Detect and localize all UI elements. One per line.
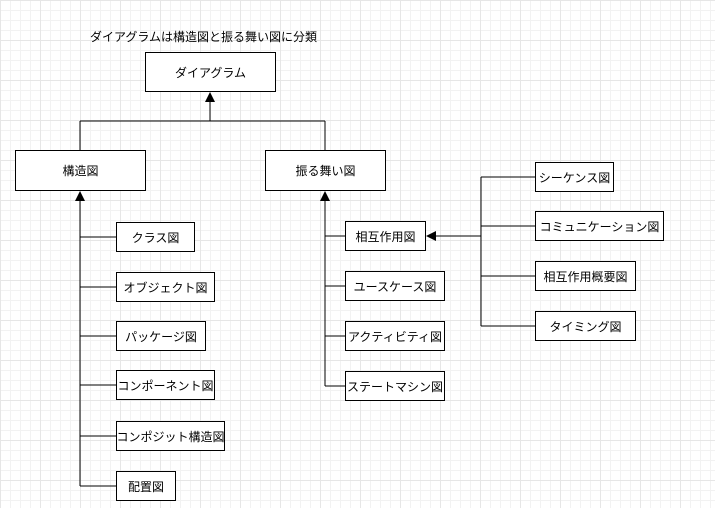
node-behavior[interactable]: 振る舞い図 [265,150,386,191]
node-communication[interactable]: コミュニケーション図 [535,211,664,241]
node-interaction-overview[interactable]: 相互作用概要図 [535,261,636,291]
node-class[interactable]: クラス図 [116,222,195,252]
node-component[interactable]: コンポーネント図 [116,370,215,400]
node-diagram[interactable]: ダイアグラム [145,52,276,92]
node-state-machine[interactable]: ステートマシン図 [345,371,445,401]
node-usecase[interactable]: ユースケース図 [345,271,445,301]
node-activity[interactable]: アクティビティ図 [345,321,445,351]
node-deployment[interactable]: 配置図 [116,471,176,501]
node-package[interactable]: パッケージ図 [116,321,206,351]
node-object[interactable]: オブジェクト図 [116,272,215,302]
diagram-caption: ダイアグラムは構造図と振る舞い図に分類 [90,30,318,44]
node-structure[interactable]: 構造図 [15,150,146,191]
node-interaction[interactable]: 相互作用図 [345,221,426,251]
node-composite-structure[interactable]: コンポジット構造図 [116,421,225,451]
node-timing[interactable]: タイミング図 [535,311,636,341]
node-sequence[interactable]: シーケンス図 [535,162,614,192]
